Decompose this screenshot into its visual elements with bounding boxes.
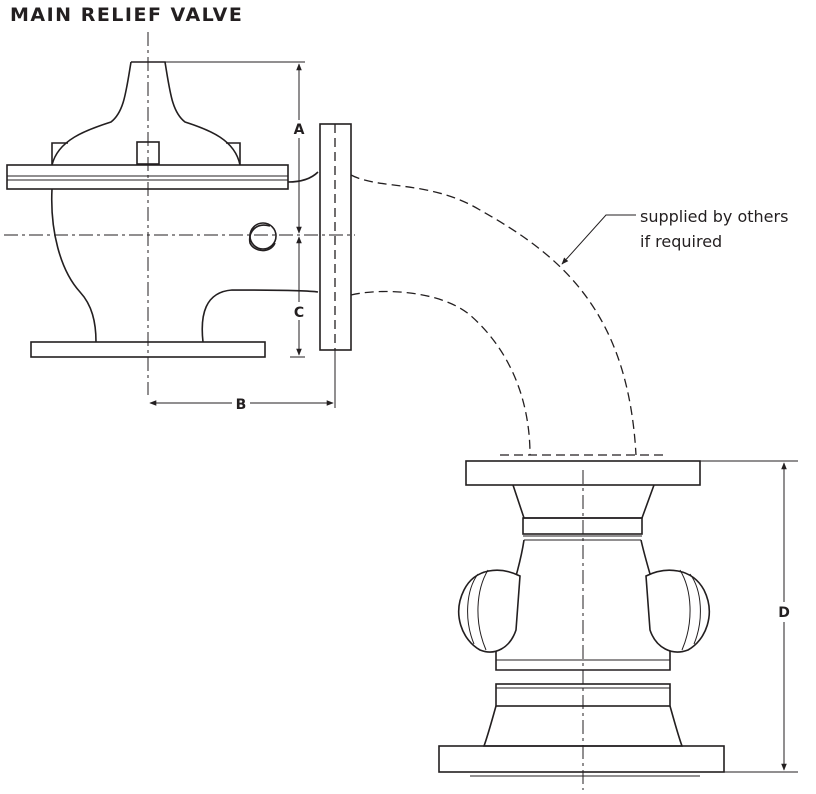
valve-lug-left — [51, 142, 68, 165]
pilot-base-flange — [438, 745, 725, 773]
valve-port-circle — [249, 222, 277, 250]
diagram-title: MAIN RELIEF VALVE — [10, 4, 244, 26]
valve-bonnet — [51, 61, 241, 166]
callout-line-1: supplied by others — [640, 207, 788, 226]
main-relief-valve — [4, 32, 355, 395]
dimension-d: D — [700, 460, 798, 773]
pilot-knob-right — [645, 569, 710, 653]
valve-lower-body — [50, 188, 97, 343]
valve-boss — [248, 224, 276, 252]
valve-body-flange — [6, 164, 289, 190]
dimension-lines-upper: A C B — [149, 61, 336, 413]
pilot-valve — [438, 460, 725, 790]
dimension-b-label: B — [236, 397, 247, 413]
valve-base-flange — [30, 341, 266, 358]
valve-cap — [136, 141, 160, 165]
valve-lug-right — [226, 142, 241, 165]
elbow-inner-wall — [350, 290, 531, 456]
callout-line-2: if required — [640, 232, 722, 251]
pilot-upper-collar — [522, 517, 643, 535]
callout: supplied by others if required — [561, 207, 788, 265]
valve-outlet-neck-upper — [287, 171, 319, 183]
pilot-top-flange — [465, 460, 701, 486]
elbow-outer-wall — [350, 174, 637, 456]
dimension-a-label: A — [294, 122, 305, 138]
elbow-pipe-optional — [350, 174, 666, 456]
dimension-c-label: C — [294, 305, 304, 321]
pilot-lower-collar — [495, 683, 671, 707]
pilot-knob-left — [458, 569, 521, 653]
callout-leader — [561, 214, 636, 265]
dimension-d-label: D — [778, 605, 790, 621]
